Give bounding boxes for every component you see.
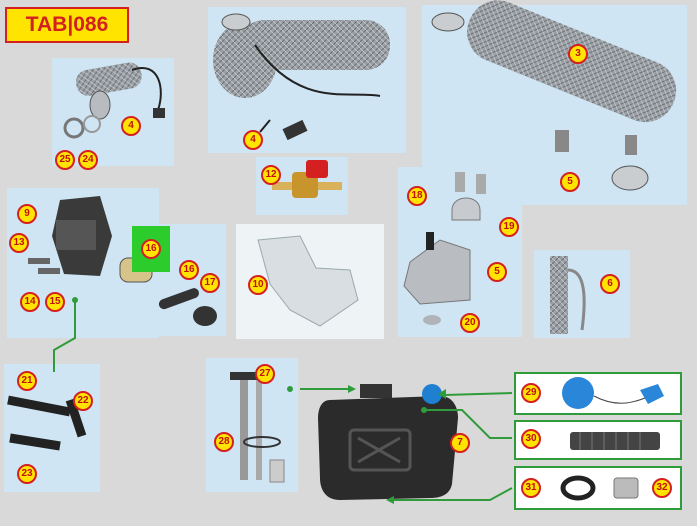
callout-4: 4 (121, 116, 141, 136)
callout-19: 19 (499, 217, 519, 237)
callout-21: 21 (17, 371, 37, 391)
sensor-tube-image (63, 62, 165, 139)
callout-5: 5 (487, 262, 507, 282)
callout-18: 18 (407, 186, 427, 206)
callout-13: 13 (9, 233, 29, 253)
bracket-image (257, 235, 359, 327)
callout-25: 25 (55, 150, 75, 170)
callout-10: 10 (248, 275, 268, 295)
connector-lines (53, 300, 513, 501)
sender-unit-image (230, 372, 285, 483)
hoses-image (7, 395, 87, 451)
callout-3: 3 (568, 44, 588, 64)
callout-12: 12 (261, 165, 281, 185)
exhaust-pipe-image (213, 13, 390, 141)
callout-17: 17 (200, 273, 220, 293)
callout-28: 28 (214, 432, 234, 452)
strainer-image (570, 432, 660, 450)
callout-4: 4 (243, 130, 263, 150)
line-image (550, 256, 586, 334)
callout-7: 7 (450, 433, 470, 453)
callout-31: 31 (521, 478, 541, 498)
callout-14: 14 (20, 292, 40, 312)
callout-30: 30 (521, 429, 541, 449)
pump-assembly-image (28, 196, 153, 283)
box-cap (514, 372, 682, 415)
callout-27: 27 (255, 364, 275, 384)
page-title: TAB|086 (5, 7, 129, 43)
gasket-bolt-image (560, 475, 639, 501)
callout-20: 20 (460, 313, 480, 333)
pump-housing-image (403, 172, 486, 325)
callout-16: 16 (179, 260, 199, 280)
callout-23: 23 (17, 464, 37, 484)
fuel-tank-image (318, 384, 458, 500)
callout-32: 32 (652, 478, 672, 498)
callout-22: 22 (73, 391, 93, 411)
callout-15: 15 (45, 292, 65, 312)
filter-image (132, 226, 217, 326)
callout-16: 16 (141, 239, 161, 259)
callout-24: 24 (78, 150, 98, 170)
valve-image (272, 160, 342, 198)
heat-exchanger-image (431, 0, 677, 191)
connector-arrowheads (348, 385, 446, 504)
cap-image (562, 377, 664, 409)
callout-6: 6 (600, 274, 620, 294)
callout-9: 9 (17, 204, 37, 224)
callout-29: 29 (521, 383, 541, 403)
callout-5: 5 (560, 172, 580, 192)
